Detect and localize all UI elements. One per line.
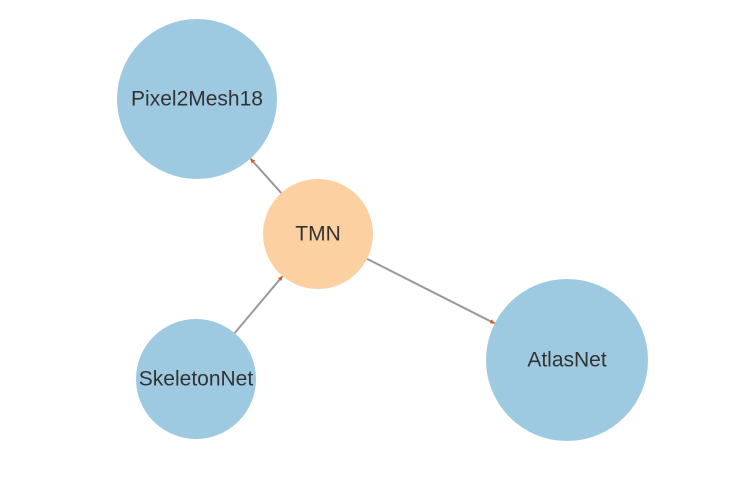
node-circle-skeletonnet[interactable] bbox=[136, 319, 256, 439]
node-skeletonnet[interactable]: SkeletonNet bbox=[136, 319, 256, 439]
node-label-atlasnet: AtlasNet bbox=[527, 349, 607, 372]
node-atlasnet[interactable]: AtlasNet bbox=[486, 279, 648, 441]
edges-layer bbox=[233, 157, 496, 334]
nodes-layer: Pixel2Mesh18 TMN SkeletonNet AtlasNet bbox=[117, 19, 648, 441]
node-pixel2mesh18[interactable]: Pixel2Mesh18 bbox=[117, 19, 277, 179]
node-label-skeletonnet: SkeletonNet bbox=[139, 368, 254, 391]
edge-tmn-to-pixel2mesh18 bbox=[249, 157, 283, 194]
node-label-tmn: TMN bbox=[295, 223, 341, 246]
edge-tmn-to-atlasnet bbox=[366, 257, 496, 325]
edge-skeletonnet-to-tmn bbox=[233, 275, 284, 334]
node-label-pixel2mesh18: Pixel2Mesh18 bbox=[131, 88, 263, 111]
node-circle-tmn[interactable] bbox=[263, 179, 373, 289]
node-circle-atlasnet[interactable] bbox=[486, 279, 648, 441]
node-circle-pixel2mesh18[interactable] bbox=[117, 19, 277, 179]
node-tmn[interactable]: TMN bbox=[263, 179, 373, 289]
